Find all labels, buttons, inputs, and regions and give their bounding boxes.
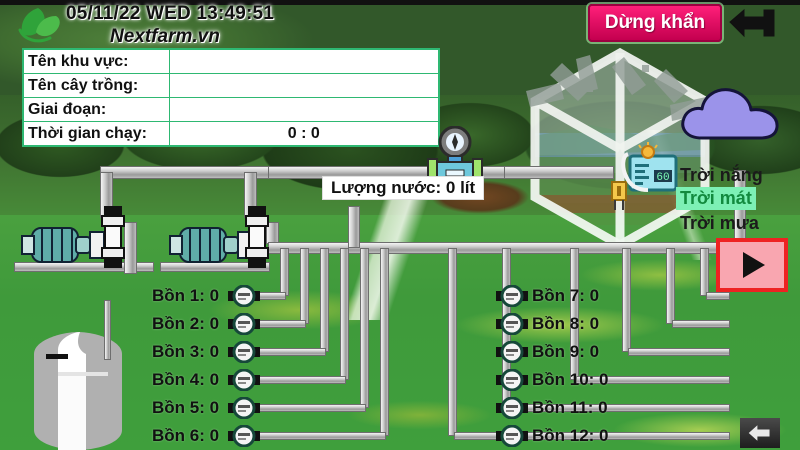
tank-valve-icon[interactable] (228, 369, 260, 391)
green-leaf-logo (18, 8, 60, 43)
field-label-crop-name: Tên cây trồng: (22, 73, 170, 98)
pipe-segment (504, 166, 614, 179)
tank-valve-icon[interactable] (228, 397, 260, 419)
list-item[interactable]: Bồn 7: 0 (532, 286, 599, 306)
field-value-area-name[interactable] (168, 48, 440, 74)
emergency-stop-button[interactable]: Dừng khẩn (588, 4, 722, 42)
play-triangle-icon (743, 252, 765, 278)
water-tank-icon (34, 332, 122, 450)
weather-sensor-icon: 60 (611, 142, 678, 210)
branch-pipe (454, 432, 730, 440)
branch-pipe (258, 348, 326, 356)
branch-pipe (258, 432, 386, 440)
tank-label-9: Bồn 9: 0 (532, 342, 600, 361)
list-item[interactable]: Bồn 8: 0 (532, 314, 599, 334)
tank-valve-icon[interactable] (228, 425, 260, 447)
back-arrow-icon[interactable] (724, 4, 780, 44)
branch-pipe (360, 248, 369, 408)
field-value-runtime: 0 : 0 (168, 121, 440, 147)
list-item[interactable]: Bồn 10: 0 (532, 370, 609, 390)
back-button[interactable] (740, 418, 780, 448)
valve-icon[interactable] (100, 206, 126, 268)
pump-motor-icon[interactable] (166, 222, 256, 268)
tank-label-5: Bồn 5: 0 (152, 398, 220, 417)
weather-option-cool[interactable]: Trời mát (676, 187, 756, 210)
pipe-segment (348, 206, 360, 248)
branch-pipe (628, 348, 730, 356)
tank-label-6: Bồn 6: 0 (152, 426, 220, 445)
branch-pipe (570, 248, 579, 380)
branch-pipe (448, 248, 457, 436)
branch-pipe (380, 248, 389, 436)
tank-label-10: Bồn 10: 0 (532, 370, 609, 389)
tank-label-7: Bồn 7: 0 (532, 286, 600, 305)
datetime-display: 05/11/22 WED 13:49:51 (66, 3, 275, 24)
list-item[interactable]: Bồn 3: 0 (152, 342, 219, 362)
list-item[interactable]: Bồn 4: 0 (152, 370, 219, 390)
branch-pipe (258, 376, 346, 384)
tank-label-1: Bồn 1: 0 (152, 286, 220, 305)
tank-label-3: Bồn 3: 0 (152, 342, 220, 361)
pump-motor-icon[interactable] (18, 222, 108, 268)
branch-pipe (320, 248, 329, 352)
field-value-stage[interactable] (168, 97, 440, 122)
emergency-stop-label: Dừng khẩn (604, 12, 706, 33)
tank-valve-icon[interactable] (228, 313, 260, 335)
table-row: Giai đoạn: (22, 97, 440, 122)
tank-label-8: Bồn 8: 0 (532, 314, 600, 333)
sensor-reading: 60 (656, 172, 669, 184)
start-play-button[interactable] (716, 238, 788, 292)
weather-option-rainy[interactable]: Trời mưa (680, 213, 759, 233)
field-label-runtime: Thời gian chạy: (22, 121, 170, 147)
list-item[interactable]: Bồn 11: 0 (532, 398, 608, 418)
list-item[interactable]: Bồn 6: 0 (152, 426, 219, 446)
tank-valve-icon[interactable] (496, 313, 528, 335)
branch-pipe (300, 248, 309, 324)
pipe-segment (14, 262, 154, 272)
cloud-icon (681, 88, 779, 140)
tank-valve-icon[interactable] (496, 369, 528, 391)
branch-pipe (706, 292, 730, 300)
back-arrow-icon (748, 425, 770, 441)
branch-pipe (666, 248, 675, 324)
list-item[interactable]: Bồn 1: 0 (152, 286, 219, 306)
tank-label-11: Bồn 11: 0 (532, 398, 608, 417)
tank-valve-icon[interactable] (496, 397, 528, 419)
list-item[interactable]: Bồn 5: 0 (152, 398, 219, 418)
tank-label-4: Bồn 4: 0 (152, 370, 220, 389)
table-row: Thời gian chạy: 0 : 0 (22, 121, 440, 147)
weather-option-sunny[interactable]: Trời nắng (680, 165, 763, 185)
branch-pipe (576, 376, 730, 384)
branch-pipe (258, 404, 366, 412)
list-item[interactable]: Bồn 2: 0 (152, 314, 219, 334)
branch-pipe (258, 292, 286, 300)
field-value-crop-name[interactable] (168, 73, 440, 98)
flow-meter-gauge-icon[interactable] (424, 126, 486, 188)
tank-valve-icon[interactable] (228, 285, 260, 307)
tank-valve-icon[interactable] (496, 425, 528, 447)
water-amount-label: Lượng nước: 0 lít (322, 176, 485, 200)
tank-label-2: Bồn 2: 0 (152, 314, 220, 333)
field-label-stage: Giai đoạn: (22, 97, 170, 122)
info-table: Tên khu vực: Tên cây trồng: Giai đoạn: T… (22, 48, 440, 147)
branch-pipe (340, 248, 349, 380)
table-row: Tên khu vực: (22, 48, 440, 74)
list-item[interactable]: Bồn 9: 0 (532, 342, 599, 362)
branch-pipe (280, 248, 289, 296)
pipe-segment (104, 300, 111, 360)
branch-pipe (700, 248, 709, 296)
brand-label: Nextfarm.vn (110, 26, 220, 47)
list-item[interactable]: Bồn 12: 0 (532, 426, 609, 446)
tank-valve-icon[interactable] (496, 341, 528, 363)
branch-pipe (622, 248, 631, 352)
valve-icon[interactable] (244, 206, 270, 268)
top-black-bar (0, 0, 800, 5)
tank-valve-icon[interactable] (228, 341, 260, 363)
branch-pipe (258, 320, 306, 328)
tank-label-12: Bồn 12: 0 (532, 426, 609, 445)
branch-pipe (672, 320, 730, 328)
field-label-area-name: Tên khu vực: (22, 48, 170, 74)
table-row: Tên cây trồng: (22, 73, 440, 98)
tank-valve-icon[interactable] (496, 285, 528, 307)
